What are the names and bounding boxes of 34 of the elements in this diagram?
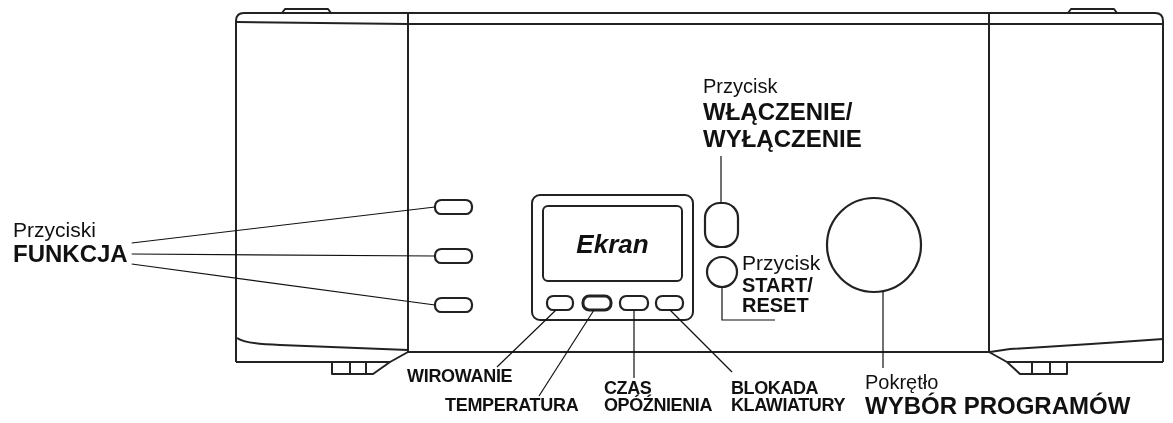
callout-heading: Pokrętło bbox=[865, 371, 939, 393]
display-button bbox=[545, 294, 575, 312]
leader-line bbox=[669, 309, 733, 373]
screen-label: Ekran bbox=[576, 228, 649, 259]
display-button bbox=[654, 294, 685, 312]
display-screen bbox=[542, 205, 683, 282]
program-knob bbox=[825, 196, 923, 294]
callout-label: START/ RESET bbox=[742, 275, 813, 315]
function-button bbox=[433, 198, 474, 216]
function-button bbox=[433, 296, 474, 314]
leader-line bbox=[131, 206, 436, 244]
callout-heading: Przyciski bbox=[13, 218, 97, 242]
leader-line bbox=[496, 309, 557, 368]
callout-label: FUNKCJA bbox=[13, 242, 128, 266]
callout-label: BLOKADA KLAWIATURY bbox=[731, 380, 845, 414]
leader-line bbox=[633, 309, 635, 379]
display-button bbox=[618, 294, 650, 312]
start-button bbox=[705, 255, 739, 289]
callout-heading: Przycisk bbox=[742, 251, 821, 275]
function-button bbox=[433, 247, 474, 265]
leader-line bbox=[721, 286, 776, 321]
leader-line bbox=[720, 155, 722, 204]
callout-heading: Przycisk bbox=[703, 74, 779, 98]
leader-line bbox=[538, 309, 595, 397]
power-button bbox=[703, 201, 740, 249]
leader-line bbox=[131, 263, 436, 306]
display-button bbox=[581, 294, 613, 312]
callout-label: WIROWANIE bbox=[407, 368, 513, 385]
callout-label: CZAS OPÓŹNIENIA bbox=[604, 380, 712, 414]
leader-line bbox=[882, 290, 884, 369]
callout-label: WYBÓR PROGRAMÓW bbox=[865, 393, 1131, 419]
callout-label: WŁĄCZENIE/ WYŁĄCZENIE bbox=[703, 98, 862, 152]
callout-label: TEMPERATURA bbox=[445, 397, 579, 414]
leader-line bbox=[131, 253, 436, 257]
